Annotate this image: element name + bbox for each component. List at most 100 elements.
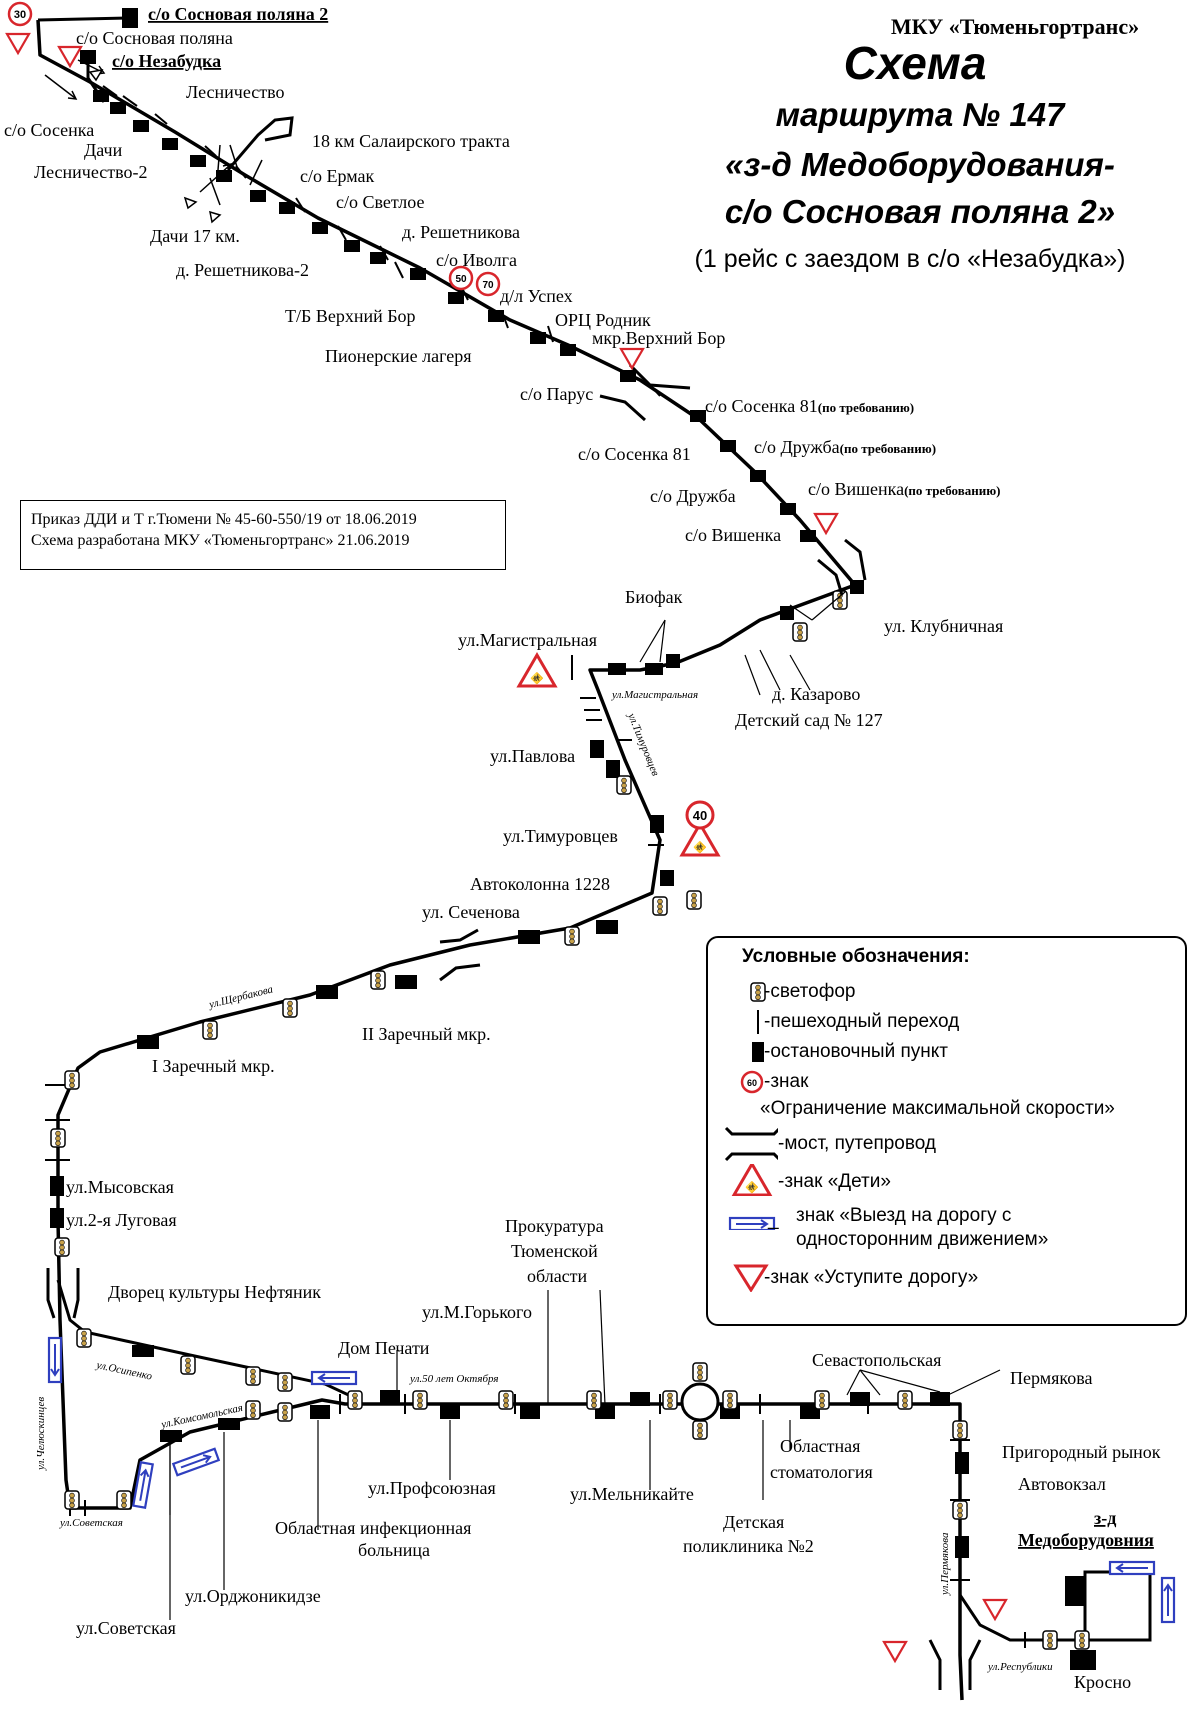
stop-markers: [50, 8, 1096, 1670]
route-branch-18km: [226, 116, 294, 171]
bridges: [46, 363, 982, 1690]
street-chelyuskincev: ул.Челюскинцев: [35, 1397, 47, 1471]
speed-sign-30: 30: [7, 1, 33, 27]
direction-arrows: [44, 59, 263, 224]
label-infek1: Областная инфекционная: [275, 1518, 471, 1538]
route-branch-sosnovaya: [37, 16, 131, 22]
label-dom-pechati: Дом Печати: [338, 1338, 430, 1358]
label-infek2: больница: [358, 1540, 430, 1560]
svg-text:70: 70: [482, 280, 494, 291]
order-info-box: Приказ ДДИ и Т г.Тюмени № 45-60-550/19 о…: [20, 500, 506, 570]
street-osipenko: ул.Осипенко: [94, 1359, 153, 1383]
route-branch-osipenko: [56, 1279, 356, 1400]
label-tb-verhny-bor: Т/Б Верхний Бор: [285, 306, 416, 326]
label-zavod1: з-д: [1094, 1508, 1116, 1528]
giveway-sign-icon: [733, 1264, 769, 1292]
label-prigorodny: Пригородный рынок: [1002, 1442, 1161, 1462]
street-sovetskaya: ул.Советская: [59, 1517, 123, 1529]
label-lugovaya2: ул.2-я Луговая: [66, 1210, 177, 1230]
crossing-icon: [757, 1010, 759, 1034]
label-sovetskaya: ул.Советская: [76, 1618, 176, 1638]
stop-labels: с/о Сосновая поляна 2 с/о Сосновая полян…: [4, 4, 1161, 1692]
route-endpoints-1: «з-д Медоборудования-: [725, 146, 1115, 183]
route-note: (1 рейс с заездом в с/о «Незабудка»): [694, 245, 1126, 273]
speed-sign-40: 40: [685, 800, 715, 830]
label-sosnovaya: с/о Сосновая поляна: [76, 28, 233, 48]
route-number: маршрута № 147: [775, 96, 1065, 133]
label-gorkogo: ул.М.Горького: [422, 1302, 532, 1322]
bridge-icon: [724, 1126, 778, 1162]
label-lesnichestvo2: Лесничество-2: [34, 162, 148, 182]
label-prokuratura2: Тюменской: [511, 1241, 598, 1261]
label-vishenka: с/о Вишенка: [685, 525, 781, 545]
label-uspeh: д/л Успех: [500, 286, 573, 306]
label-detsad127: Детский сад № 127: [735, 710, 883, 730]
label-dachi17: Дачи 17 км.: [150, 226, 240, 246]
svg-text:30: 30: [14, 9, 26, 21]
label-ermak: с/о Ермак: [300, 166, 374, 186]
legend-title: Условные обозначения:: [742, 946, 970, 967]
label-mkr-verhny-bor: мкр.Верхний Бор: [592, 328, 725, 348]
street-oktyabrya: ул.50 лет Октября: [409, 1373, 499, 1385]
svg-text:40: 40: [693, 808, 707, 823]
label-ordzhonikidze: ул.Орджоникидзе: [185, 1586, 321, 1606]
label-pavlova: ул.Павлова: [490, 746, 575, 766]
label-ivolga: с/о Иволга: [436, 250, 517, 270]
street-magistralnaya: ул.Магистральная: [611, 689, 698, 701]
route-loop-zavod: [1083, 1570, 1152, 1642]
label-sevastopolskaya: Севастопольская: [812, 1350, 941, 1370]
label-det-poli2: поликлиника №2: [683, 1536, 814, 1556]
speed-sign-50: 50: [448, 265, 474, 291]
label-permyakova: Пермякова: [1010, 1368, 1092, 1388]
label-melnikayte: ул.Мельникайте: [570, 1484, 694, 1504]
label-nezabudka: с/о Незабудка: [112, 51, 221, 71]
label-pionerskie: Пионерские лагеря: [325, 346, 472, 366]
oneway-signs: [47, 1336, 1176, 1624]
label-druzhba: с/о Дружба: [650, 486, 736, 506]
speed-sign-70: 70: [475, 271, 501, 297]
label-biofak: Биофак: [625, 587, 683, 607]
label-magistralnaya: ул.Магистральная: [458, 630, 597, 650]
leader-lines: [169, 591, 1001, 1620]
label-reshetnikova2: д. Решетникова-2: [176, 260, 309, 280]
route-endpoints-2: с/о Сосновая поляна 2»: [724, 193, 1116, 230]
label-krosno: Кросно: [1074, 1672, 1131, 1692]
legend-box: Условные обозначения: -светофор -пешеход…: [706, 936, 1187, 1326]
route-line: [36, 19, 964, 1701]
svg-text:60: 60: [747, 1078, 757, 1088]
label-timurovcev: ул.Тимуровцев: [503, 826, 618, 846]
label-zarechny1: I Заречный мкр.: [152, 1056, 275, 1076]
label-neftyanik: Дворец культуры Нефтяник: [108, 1282, 321, 1302]
giveway-signs: [5, 32, 1008, 1663]
label-klubnichnaya: ул. Клубничная: [884, 616, 1003, 636]
label-kazarovo: д. Казарово: [772, 684, 860, 704]
label-mysovskaya: ул.Мысовская: [66, 1177, 174, 1197]
label-parus: с/о Парус: [520, 384, 593, 404]
pedestrian-crossings: [45, 85, 1026, 1648]
stop-icon: [752, 1042, 764, 1062]
label-oblast-stom2: стоматология: [770, 1462, 873, 1482]
label-vishenka-req: с/о Вишенка(по требованию): [808, 479, 1000, 499]
label-zavod2: Медоборудовния: [1018, 1530, 1154, 1550]
scheme-title: Схема: [843, 37, 987, 89]
label-oblast-stom1: Областная: [780, 1436, 860, 1456]
speed-limit-icon: 60: [740, 1070, 764, 1094]
label-sosenka: с/о Сосенка: [4, 120, 94, 140]
order-line-2: Схема разработана МКУ «Тюменьгортранс» 2…: [31, 532, 410, 549]
label-prokuratura3: области: [527, 1266, 588, 1286]
label-lesnichestvo: Лесничество: [186, 82, 285, 102]
label-det-poli1: Детская: [723, 1512, 784, 1532]
label-zarechny2: II Заречный мкр.: [362, 1024, 491, 1044]
street-respubliki: ул.Республики: [987, 1661, 1053, 1673]
label-orc-rodnik: ОРЦ Родник: [555, 310, 651, 330]
label-avtovokzal: Автовокзал: [1018, 1474, 1106, 1494]
label-avtokolonna: Автоколонна 1228: [470, 874, 610, 894]
children-sign-icon: [732, 1164, 772, 1196]
label-svetloe: с/о Светлое: [336, 192, 425, 212]
label-dachi: Дачи: [84, 140, 123, 160]
organization-name: МКУ «Тюменьгортранс»: [890, 14, 1140, 39]
street-permyakova: ул.Пермякова: [939, 1532, 951, 1596]
label-sosnovaya2: с/о Сосновая поляна 2: [148, 4, 328, 24]
label-18km: 18 км Салаирского тракта: [312, 131, 510, 151]
